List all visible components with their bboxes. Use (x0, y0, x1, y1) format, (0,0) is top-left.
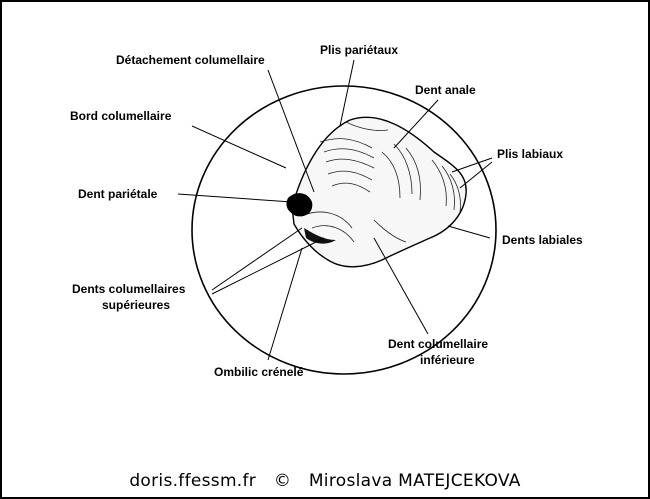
label-dents-columellaires-line2: supérieures (102, 298, 170, 312)
credit-line: doris.ffessm.fr © Miroslava MATEJCEKOVA (2, 471, 648, 491)
shell-folds (301, 121, 461, 243)
shell-aperture (291, 116, 467, 268)
label-bord-columellaire: Bord columellaire (70, 109, 172, 123)
leader-dent-col-inf (373, 237, 429, 335)
label-dents-columellaires-line1: Dents columellaires (72, 282, 186, 296)
leader-dent-parietale (177, 193, 293, 203)
credit-author: Miroslava MATEJCEKOVA (308, 471, 521, 491)
leader-ombilic (267, 247, 303, 361)
label-dent-anale: Dent anale (415, 83, 476, 97)
leader-plis-labiaux-a (451, 157, 493, 173)
leader-dents-col-sup-b (211, 237, 325, 295)
leader-plis-parietaux (339, 59, 355, 127)
leader-plis-labiaux-b (459, 161, 493, 189)
leader-bord-columellaire (191, 125, 287, 169)
leader-dents-col-sup-a (211, 227, 303, 291)
credit-copyright: © (273, 471, 292, 491)
leader-dent-anale (393, 99, 439, 149)
label-dent-parietale: Dent pariétale (78, 187, 158, 201)
label-plis-labiaux: Plis labiaux (497, 147, 563, 161)
dent-parietale-mark (286, 193, 313, 217)
credit-site: doris.ffessm.fr (129, 471, 257, 491)
label-plis-parietaux: Plis pariétaux (320, 43, 398, 57)
label-ombilic-crenele: Ombilic crénelé (214, 365, 304, 379)
columella-dark-edge (304, 228, 336, 244)
label-dents-labiales: Dents labiales (502, 233, 583, 247)
label-detachement-columellaire: Détachement columellaire (116, 53, 265, 67)
leader-dents-labiales (447, 225, 491, 239)
leader-detachement (267, 69, 315, 193)
label-dent-columellaire-inf-line2: inférieure (420, 353, 475, 367)
label-dent-columellaire-inf-line1: Dent columellaire (388, 337, 488, 351)
